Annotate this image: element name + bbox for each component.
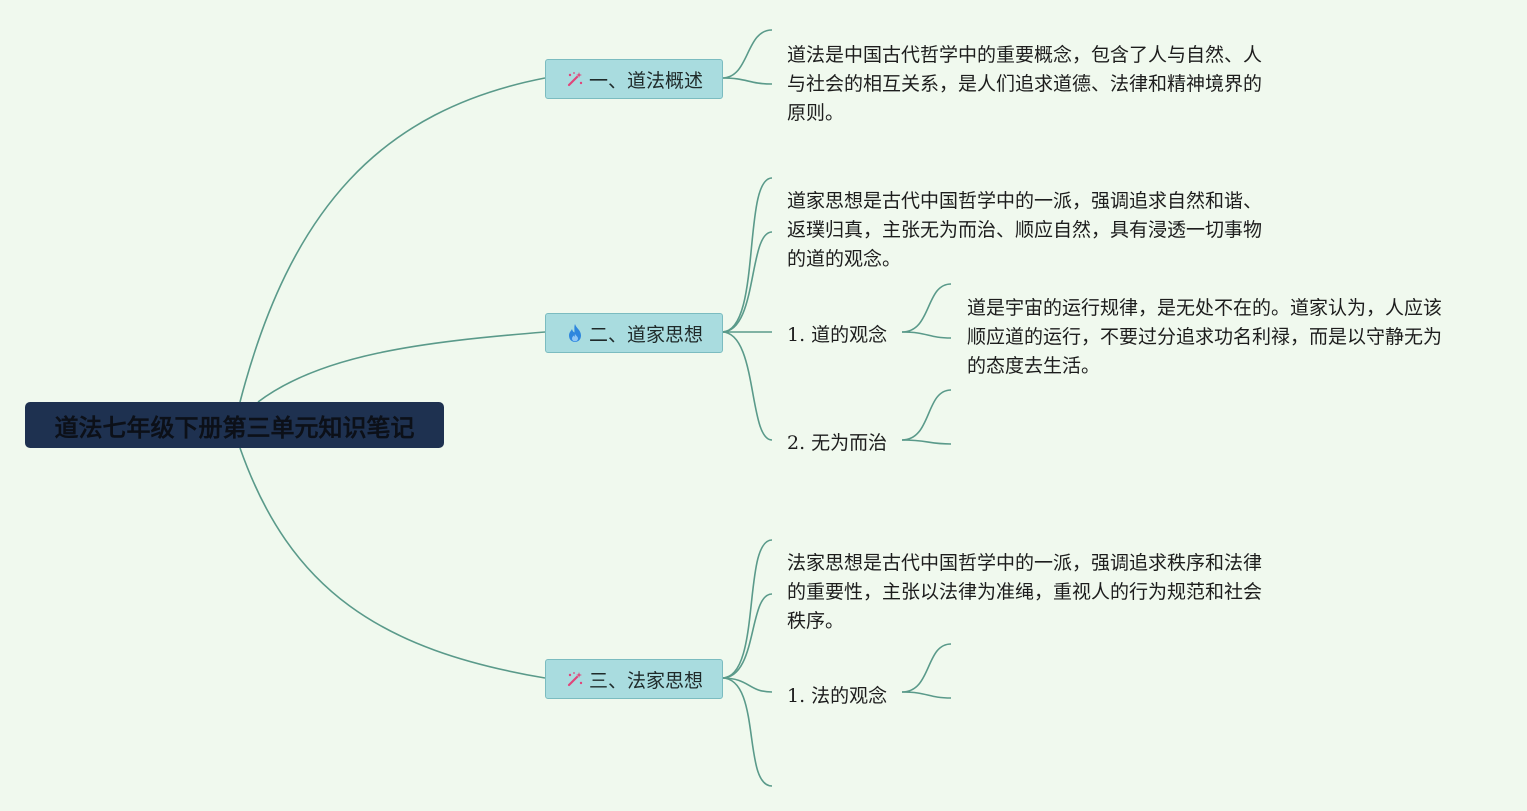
subtopic-label: 无为而治	[811, 432, 888, 454]
paragraph-line: 与社会的相互关系，是人们追求道德、法律和精神境界的	[787, 73, 1263, 95]
paragraph-line: 原则。	[787, 102, 845, 124]
connector-b3-para-bottom	[721, 593, 773, 679]
subtopic-law-concept[interactable]: 1.法的观念	[787, 681, 887, 708]
paragraph-line: 道法是中国古代哲学中的重要概念，包含了人与自然、人	[787, 44, 1263, 66]
connector-b3sub1-bottom	[901, 691, 952, 699]
subtopic-label: 法的观念	[811, 685, 888, 707]
connector-sub1-top	[901, 283, 952, 333]
connector-root-branch-1	[239, 77, 546, 403]
connector-b2-para-top	[721, 177, 773, 333]
root-topic[interactable]: 道法七年级下册第三单元知识笔记	[25, 402, 444, 448]
connector-b3-para-top	[721, 539, 773, 679]
flame-icon	[565, 323, 585, 343]
subtopic-label: 道的观念	[811, 324, 888, 346]
branch-label: 三、法家思想	[588, 669, 703, 692]
dao-concept-detail: 道是宇宙的运行规律，是无处不在的。道家认为，人应该 顺应道的运行，不要过分追求功…	[967, 294, 1442, 381]
subtopic-wuwei[interactable]: 2.无为而治	[787, 428, 887, 455]
paragraph-line: 秩序。	[787, 610, 845, 632]
connector-b2-para-bottom	[721, 231, 773, 333]
branch-taoism[interactable]: 二、道家思想	[545, 313, 723, 353]
branch-legalism[interactable]: 三、法家思想	[545, 659, 723, 699]
connector-b3-sub1	[721, 677, 773, 693]
connector-b1-top	[721, 29, 773, 79]
root-title: 道法七年级下册第三单元知识笔记	[54, 413, 415, 442]
subtopic-number: 1.	[787, 324, 806, 346]
subtopic-dao-concept[interactable]: 1.道的观念	[787, 320, 887, 347]
subtopic-number: 1.	[787, 685, 806, 707]
branch-label: 一、道法概述	[588, 69, 703, 92]
paragraph-line: 法家思想是古代中国哲学中的一派，强调追求秩序和法律	[787, 552, 1263, 574]
connector-b3sub1-top	[901, 643, 952, 693]
connector-root-branch-2	[257, 331, 546, 403]
paragraph-line: 返璞归真，主张无为而治、顺应自然，具有浸透一切事物	[787, 219, 1263, 241]
subtopic-number: 2.	[787, 432, 806, 454]
branch-overview[interactable]: 一、道法概述	[545, 59, 723, 99]
connector-sub2-bottom	[901, 439, 952, 445]
paragraph-line: 顺应道的运行，不要过分追求功名利禄，而是以守静无为	[967, 326, 1443, 348]
paragraph-line: 的态度去生活。	[967, 355, 1101, 377]
connector-sub2-top	[901, 389, 952, 441]
connector-b2-sub2	[721, 331, 773, 441]
magic-wand-icon	[565, 669, 585, 689]
overview-paragraph: 道法是中国古代哲学中的重要概念，包含了人与自然、人 与社会的相互关系，是人们追求…	[787, 41, 1262, 128]
connector-root-branch-3	[239, 447, 546, 679]
paragraph-line: 道家思想是古代中国哲学中的一派，强调追求自然和谐、	[787, 190, 1263, 212]
connector-sub1-bottom	[901, 331, 952, 339]
connector-b1-bottom	[721, 77, 773, 85]
magic-wand-icon	[565, 69, 585, 89]
branch-label: 二、道家思想	[588, 323, 703, 346]
paragraph-line: 道是宇宙的运行规律，是无处不在的。道家认为，人应该	[967, 297, 1443, 319]
taoism-paragraph: 道家思想是古代中国哲学中的一派，强调追求自然和谐、 返璞归真，主张无为而治、顺应…	[787, 187, 1262, 274]
paragraph-line: 的重要性，主张以法律为准绳，重视人的行为规范和社会	[787, 581, 1263, 603]
connector-b3-empty	[721, 677, 773, 787]
legalism-paragraph: 法家思想是古代中国哲学中的一派，强调追求秩序和法律 的重要性，主张以法律为准绳，…	[787, 549, 1262, 636]
paragraph-line: 的道的观念。	[787, 248, 902, 270]
